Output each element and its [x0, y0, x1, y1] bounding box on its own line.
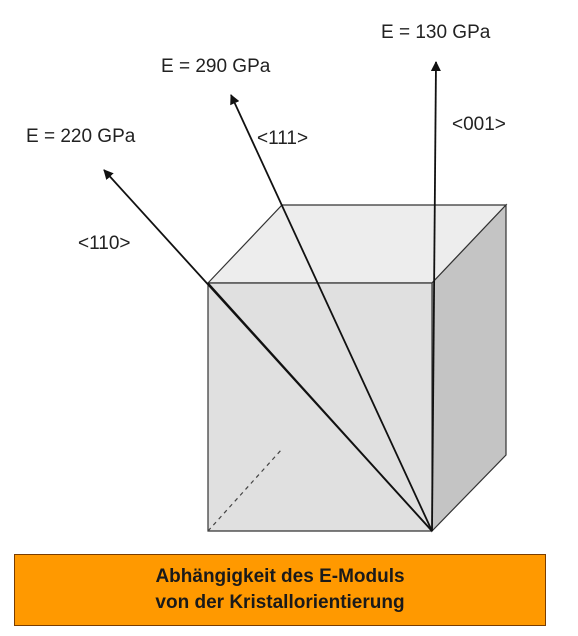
label-dir-110: <110> [78, 233, 130, 254]
caption-line-1: Abhängigkeit des E-Moduls [155, 566, 405, 587]
arrow-111 [230, 94, 433, 532]
caption-line-2: von der Kristallorientierung [155, 592, 405, 613]
arrow-001 [430, 61, 441, 532]
label-dir-111: <111> [257, 128, 308, 149]
hidden-edge [207, 448, 283, 532]
caption-box: Abhängigkeit des E-Moduls von der Krista… [14, 554, 546, 626]
label-e-220: E = 220 GPa [26, 126, 136, 147]
label-e-130: E = 130 GPa [381, 22, 491, 43]
arrow-110 [103, 169, 433, 532]
label-e-290: E = 290 GPa [161, 56, 271, 77]
label-dir-001: <001> [452, 114, 506, 135]
